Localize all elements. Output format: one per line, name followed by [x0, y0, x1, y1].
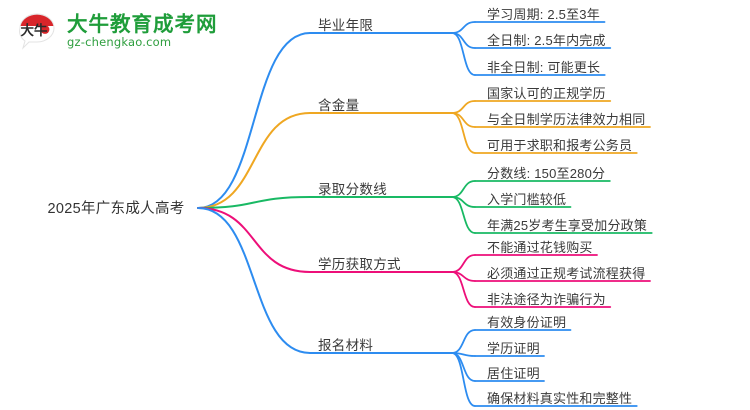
- svg-text:大牛: 大牛: [21, 22, 48, 39]
- connector-line: [451, 254, 476, 273]
- connector-line: [451, 180, 476, 198]
- leaf-node-5-1[interactable]: 有效身份证明: [487, 315, 567, 330]
- connector-line: [451, 112, 476, 154]
- logo-mark-icon: 大牛: [14, 8, 60, 54]
- connector-line: [451, 271, 476, 308]
- connector-line: [197, 207, 311, 273]
- leaf-node-1-1[interactable]: 学习周期: 2.5至3年: [487, 7, 600, 22]
- leaf-node-4-3[interactable]: 非法途径为诈骗行为: [487, 292, 606, 307]
- site-logo[interactable]: 大牛 大牛教育成考网 gz-chengkao.com: [14, 8, 218, 54]
- leaf-node-5-4[interactable]: 确保材料真实性和完整性: [487, 391, 633, 406]
- connector-line: [451, 21, 476, 34]
- root-node[interactable]: 2025年广东成人高考: [47, 201, 185, 217]
- leaf-node-2-3[interactable]: 可用于求职和报考公务员: [487, 138, 633, 153]
- logo-title: 大牛教育成考网: [67, 12, 218, 36]
- leaf-node-1-2[interactable]: 全日制: 2.5年内完成: [487, 33, 606, 48]
- connector-line: [451, 100, 476, 114]
- connector-line: [451, 32, 476, 76]
- leaf-node-1-3[interactable]: 非全日制: 可能更长: [487, 60, 601, 75]
- branch-label-4[interactable]: 学历获取方式: [318, 257, 401, 272]
- connector-line: [197, 207, 311, 354]
- leaf-node-4-2[interactable]: 必须通过正规考试流程获得: [487, 266, 646, 281]
- connector-line: [451, 352, 476, 407]
- branch-label-2[interactable]: 含金量: [318, 98, 360, 113]
- leaf-node-4-1[interactable]: 不能通过花钱购买: [487, 240, 593, 255]
- branch-label-3[interactable]: 录取分数线: [318, 182, 387, 197]
- connector-line: [197, 112, 311, 209]
- logo-domain: gz-chengkao.com: [67, 35, 172, 50]
- leaf-node-3-2[interactable]: 入学门槛较低: [487, 192, 567, 207]
- leaf-node-5-2[interactable]: 学历证明: [487, 341, 540, 356]
- leaf-node-2-1[interactable]: 国家认可的正规学历: [487, 86, 606, 101]
- leaf-node-3-3[interactable]: 年满25岁考生享受加分政策: [487, 218, 648, 233]
- connector-line: [451, 196, 476, 234]
- branch-label-1[interactable]: 毕业年限: [318, 18, 374, 33]
- leaf-node-5-3[interactable]: 居住证明: [487, 366, 540, 381]
- leaf-node-3-1[interactable]: 分数线: 150至280分: [487, 166, 606, 181]
- connector-line: [197, 32, 311, 209]
- branch-label-5[interactable]: 报名材料: [318, 338, 374, 353]
- connector-line: [451, 329, 476, 354]
- connector-line: [197, 196, 311, 209]
- leaf-node-2-2[interactable]: 与全日制学历法律效力相同: [487, 112, 646, 127]
